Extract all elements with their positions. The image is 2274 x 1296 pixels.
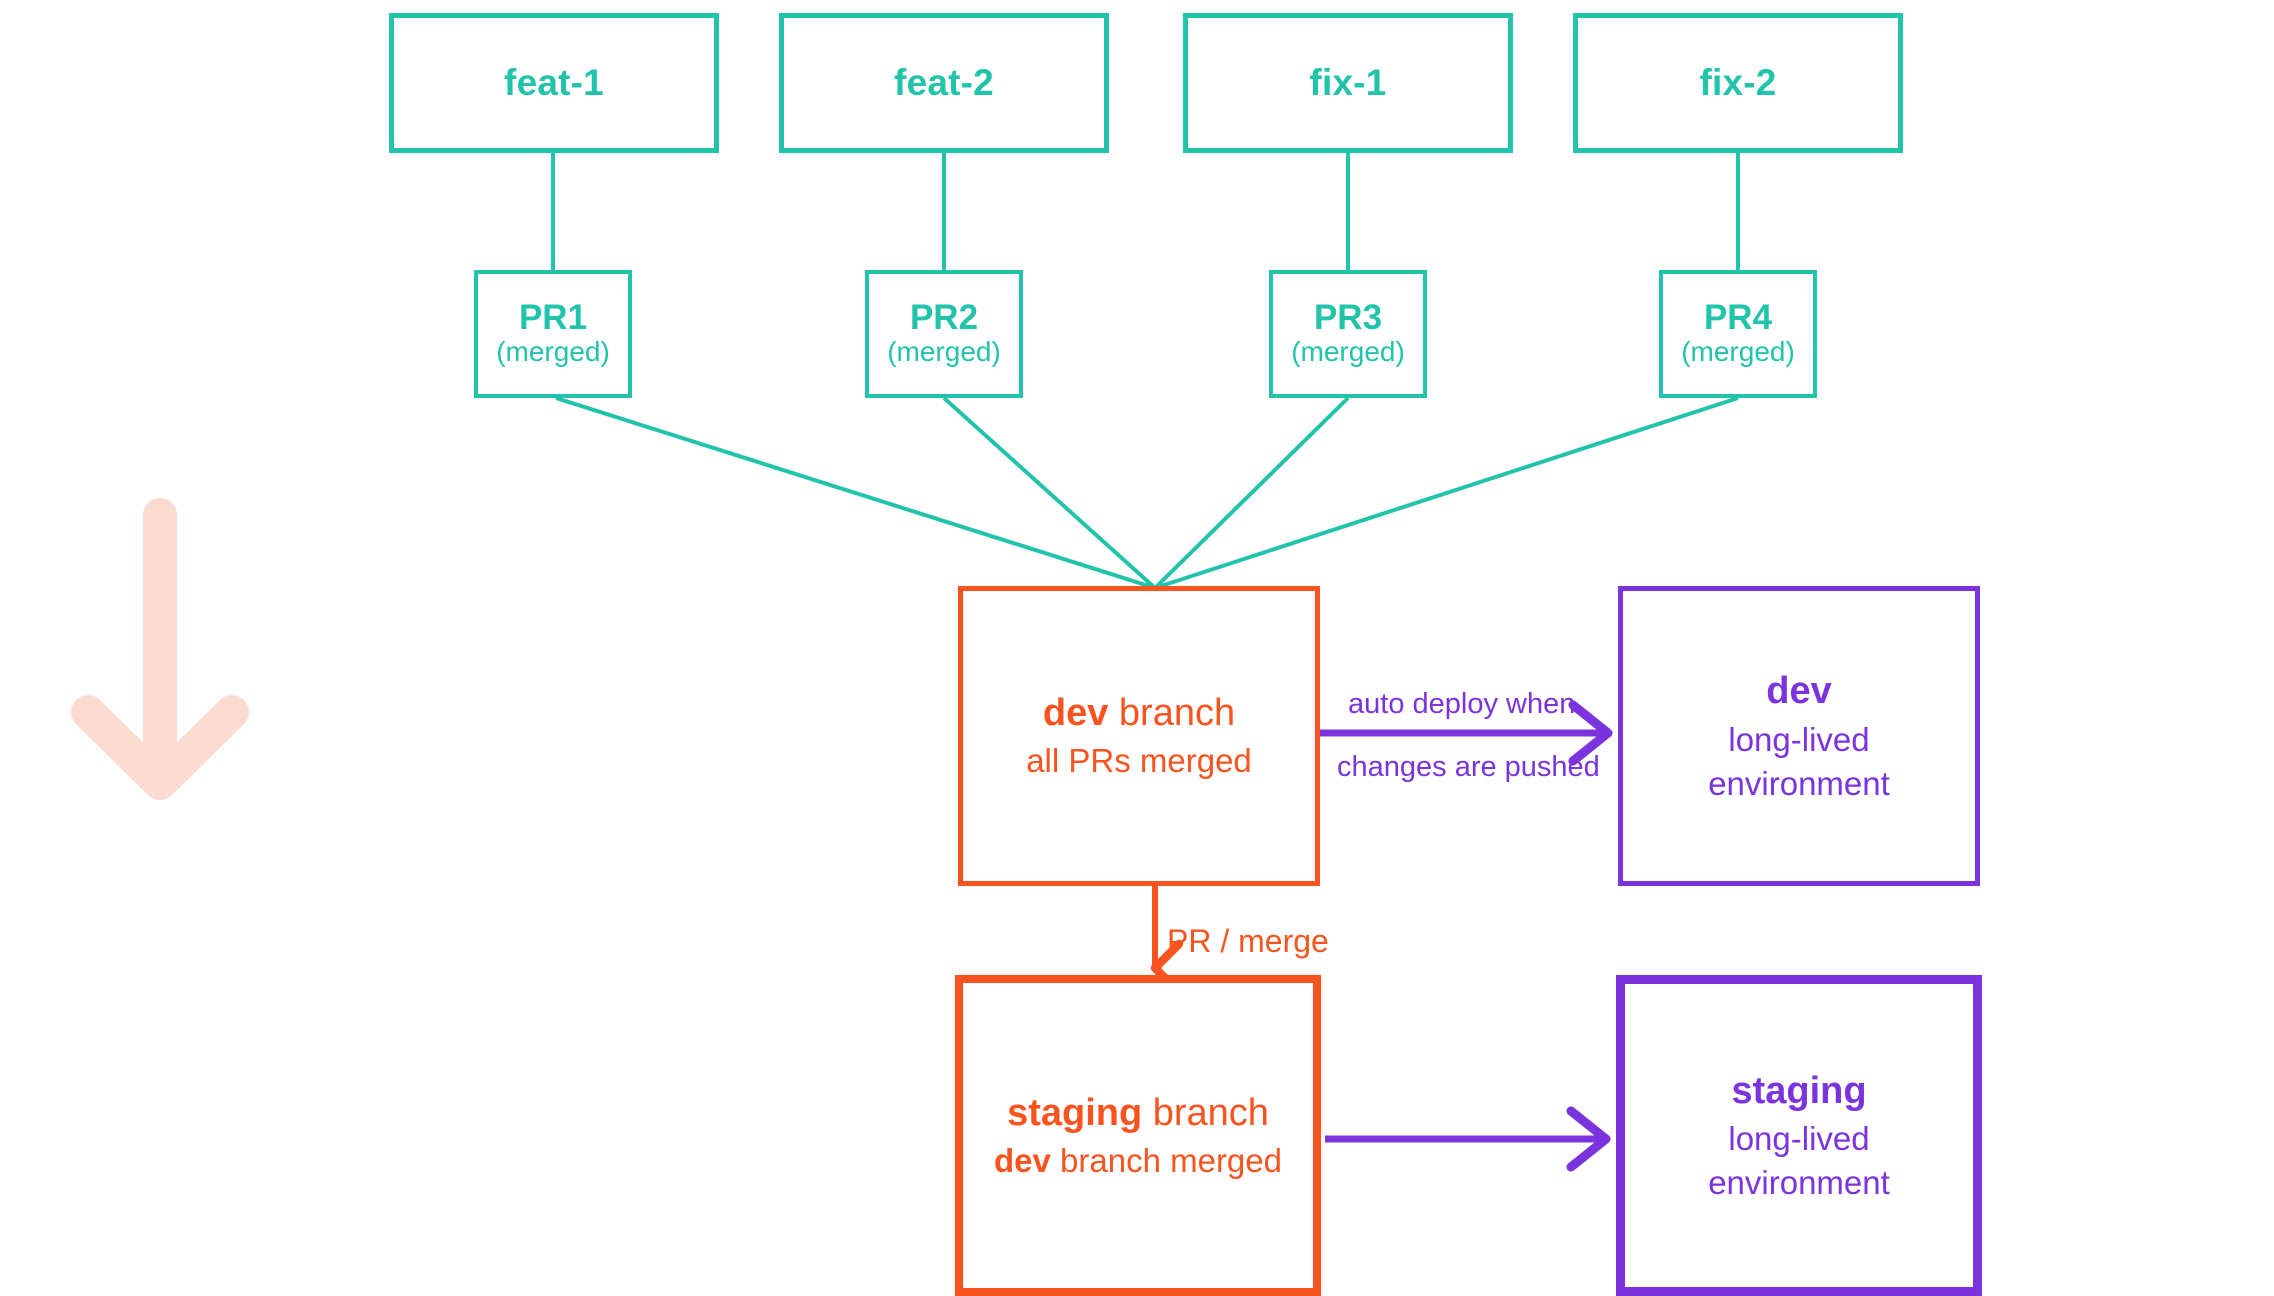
branch-box-feat-1[interactable]: feat-1 [389,13,719,153]
pr-title: PR2 [909,297,979,337]
pr-title: PR3 [1313,297,1383,337]
dev-environment-box[interactable]: dev long-lived environment [1618,586,1980,886]
branch-label: fix-2 [1699,61,1777,103]
staging-environment-line2: environment [1708,1164,1890,1202]
auto-deploy-label-top: auto deploy when [1348,688,1576,720]
dev-environment-line2: environment [1708,764,1890,802]
edge-pr3-dev [1153,396,1350,590]
edge-pr1-dev [555,396,1156,590]
pr-title: PR4 [1703,297,1773,337]
auto-deploy-label-bottom: changes are pushed [1337,751,1600,783]
dev-branch-detail: all PRs merged [1026,742,1252,780]
branch-label: fix-1 [1309,61,1387,103]
staging-environment-box[interactable]: staging long-lived environment [1616,975,1982,1296]
staging-environment-line1: long-lived [1728,1120,1870,1158]
pr-box-pr3[interactable]: PR3 (merged) [1269,270,1427,398]
staging-branch-title: staging branch [1007,1088,1269,1139]
branch-label: feat-1 [504,61,604,103]
dev-branch-box[interactable]: dev branch all PRs merged [958,586,1320,886]
flow-direction-arrow-icon [71,498,249,800]
staging-branch-detail-bold: dev [993,1141,1051,1179]
staging-branch-detail-rest: branch merged [1050,1141,1282,1179]
edge-pr2-dev [942,396,1157,590]
branch-box-fix-2[interactable]: fix-2 [1573,13,1903,153]
dev-branch-name: dev [1042,692,1109,735]
staging-branch-name: staging [1007,1091,1143,1134]
pr-status: (merged) [496,336,610,368]
pr-status: (merged) [1681,336,1795,368]
pr-box-pr4[interactable]: PR4 (merged) [1659,270,1817,398]
dev-branch-name-suffix: branch [1108,692,1236,735]
staging-branch-name-suffix: branch [1142,1091,1269,1134]
pr-status: (merged) [1291,336,1405,368]
staging-branch-box[interactable]: staging branch dev branch merged [955,975,1321,1296]
dev-environment-line1: long-lived [1728,720,1870,758]
branch-label: feat-2 [894,61,994,103]
branch-box-fix-1[interactable]: fix-1 [1183,13,1513,153]
branch-box-feat-2[interactable]: feat-2 [779,13,1109,153]
staging-environment-title: staging [1731,1069,1867,1112]
pr-status: (merged) [887,336,1001,368]
pr-merge-label: PR / merge [1167,923,1329,959]
pr-box-pr1[interactable]: PR1 (merged) [474,270,632,398]
edge-pr4-dev [1154,396,1739,590]
dev-branch-title: dev branch [1043,688,1235,739]
pr-title: PR1 [518,297,588,337]
pr-box-pr2[interactable]: PR2 (merged) [865,270,1023,398]
staging-branch-detail: dev branch merged [994,1139,1282,1184]
dev-environment-title: dev [1766,670,1832,713]
